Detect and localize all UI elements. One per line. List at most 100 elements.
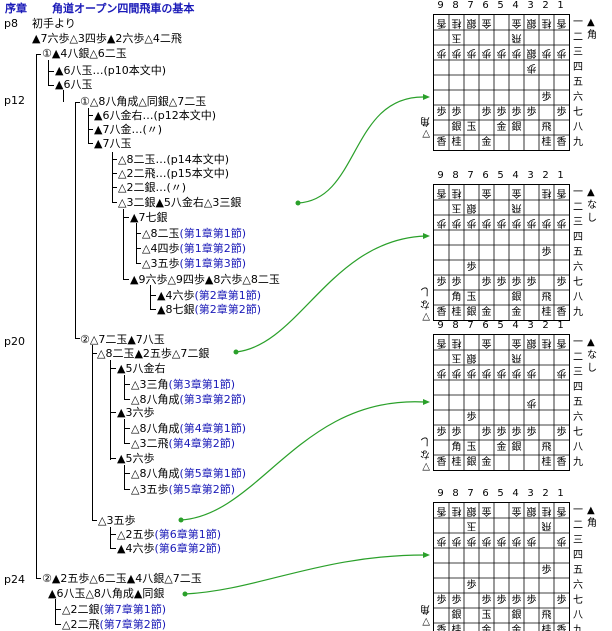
- file-label: 6: [482, 0, 489, 11]
- gote-piece: 歩: [496, 367, 507, 378]
- rank-label: 八: [573, 610, 583, 621]
- sente-piece: 歩: [496, 427, 507, 438]
- file-label: 8: [452, 0, 459, 11]
- sente-piece: 歩: [481, 277, 492, 288]
- chapter-link[interactable]: (第7章第2節): [99, 618, 167, 631]
- tree-node: △8八角成(第5章第1節): [131, 467, 246, 480]
- file-label: 7: [467, 320, 474, 331]
- sente-piece: 歩: [496, 107, 507, 118]
- tree-branch-line: [110, 368, 116, 369]
- arrowhead: [423, 233, 430, 239]
- gote-piece: 銀: [466, 352, 477, 363]
- tree-branch-line: [110, 412, 116, 413]
- page-ref: p20: [4, 335, 25, 348]
- file-label: 1: [557, 170, 564, 181]
- sente-piece: 桂: [541, 457, 552, 468]
- sente-piece: 金: [511, 625, 522, 631]
- chapter-link[interactable]: (第5章第1節): [179, 467, 247, 480]
- gote-piece: 金: [481, 187, 492, 198]
- gote-piece: 銀: [526, 47, 537, 58]
- sente-piece: 歩: [451, 277, 462, 288]
- rank-label: 七: [573, 427, 583, 438]
- gote-piece: 桂: [541, 17, 552, 28]
- tree-branch-line: [136, 233, 141, 234]
- gote-piece: 歩: [511, 367, 522, 378]
- page-ref: p24: [4, 573, 25, 586]
- file-label: 7: [467, 170, 474, 181]
- board-grid: [434, 185, 569, 320]
- rank-label: 五: [573, 397, 583, 408]
- sente-piece: 歩: [436, 107, 447, 118]
- tree-branch-line: [110, 458, 116, 459]
- sente-piece: 玉: [481, 610, 492, 621]
- gote-piece: 金: [481, 505, 492, 516]
- gote-piece: 香: [436, 505, 447, 516]
- gote-piece: 歩: [496, 47, 507, 58]
- rank-label: 三: [573, 217, 583, 228]
- gote-piece: 歩: [436, 367, 447, 378]
- chapter-link[interactable]: (第3章第2節): [179, 393, 247, 406]
- chapter-link[interactable]: (第7章第1節): [99, 603, 167, 616]
- tree-node: △3五歩(第5章第2節): [131, 483, 235, 496]
- gote-piece: 桂: [541, 337, 552, 348]
- chapter-link[interactable]: (第3章第1節): [168, 378, 236, 391]
- chapter-link[interactable]: (第2章第2節): [194, 303, 262, 316]
- page-title: 角道オープン四間飛車の基本: [52, 2, 195, 15]
- chapter-link[interactable]: (第6章第1節): [154, 528, 222, 541]
- move-sequence: △4四歩: [142, 242, 180, 255]
- chapter-link[interactable]: (第5章第2節): [168, 483, 236, 496]
- sente-hand: ▽なし: [420, 435, 430, 472]
- chapter-link[interactable]: (第1章第1節): [179, 227, 247, 240]
- file-label: 4: [512, 170, 519, 181]
- chapter-link[interactable]: (第6章第2節): [154, 542, 222, 555]
- sente-piece: 歩: [481, 595, 492, 606]
- sente-piece: 飛: [541, 122, 552, 133]
- chapter-link[interactable]: (第1章第2節): [179, 242, 247, 255]
- chapter-link[interactable]: (第4章第2節): [168, 437, 236, 450]
- tree-branch-line: [36, 578, 41, 579]
- tree-node: ▲5八金右: [117, 362, 166, 375]
- sente-piece: 金: [496, 122, 507, 133]
- tree-node: △3五歩(第1章第3節): [142, 257, 246, 270]
- gote-piece: 金: [511, 337, 522, 348]
- tree-node: ▲7八金…(〃): [94, 123, 163, 136]
- tree-branch-line: [55, 599, 56, 624]
- chapter-link[interactable]: (第1章第3節): [179, 257, 247, 270]
- file-label: 2: [542, 320, 549, 331]
- gote-piece: 金: [511, 187, 522, 198]
- chapter-link[interactable]: (第2章第1節): [194, 289, 262, 302]
- tree-node: ▲6八金右…(p12本文中): [94, 109, 217, 122]
- tree-branch-line: [123, 279, 129, 280]
- gote-hand: ▲角: [587, 17, 597, 41]
- rank-label: 一: [573, 337, 583, 348]
- tree-branch-line: [48, 71, 54, 72]
- tree-node: ▲7七銀: [130, 211, 168, 224]
- file-label: 2: [542, 0, 549, 11]
- tree-node: △8二玉▲2五歩△7二銀: [97, 347, 210, 360]
- tree-node: △3五歩: [98, 514, 136, 527]
- gote-piece: 金: [511, 17, 522, 28]
- gote-hand: ▲なし: [587, 337, 597, 374]
- tree-branch-line: [124, 473, 130, 474]
- sente-piece: 飛: [541, 442, 552, 453]
- sente-piece: 歩: [541, 92, 552, 103]
- gote-piece: 歩: [466, 47, 477, 58]
- tree-node: ▲3六歩: [117, 406, 155, 419]
- arrowhead: [423, 399, 430, 405]
- tree-branch-line: [124, 443, 130, 444]
- sente-piece: 香: [556, 307, 567, 318]
- gote-piece: 歩: [556, 47, 567, 58]
- sente-piece: 歩: [481, 107, 492, 118]
- tree-node: △8二玉…(p14本文中): [118, 153, 230, 166]
- link-arrow-2: [235, 235, 426, 353]
- chapter-link[interactable]: (第4章第1節): [179, 422, 247, 435]
- tree-branch-line: [123, 209, 124, 279]
- sente-piece: 玉: [466, 292, 477, 303]
- gote-piece: 香: [436, 337, 447, 348]
- tree-node: △2二銀(第7章第1節): [62, 603, 166, 616]
- gote-piece: 銀: [466, 505, 477, 516]
- move-sequence: ▲4六歩: [117, 542, 155, 555]
- file-label: 5: [497, 170, 504, 181]
- tree-branch-line: [150, 309, 156, 310]
- move-sequence: △8八角成: [131, 467, 180, 480]
